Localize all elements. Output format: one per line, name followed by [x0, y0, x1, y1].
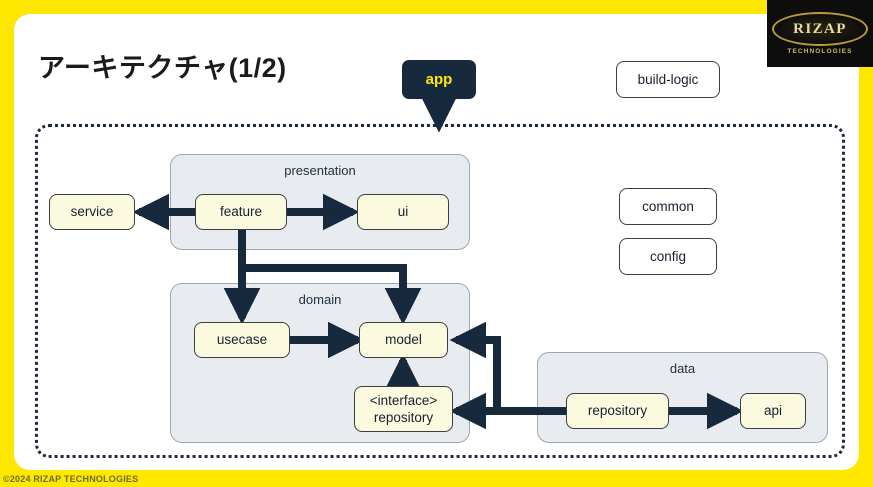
node-service[interactable]: service — [49, 194, 135, 230]
logo-subtitle: TECHNOLOGIES — [787, 48, 853, 55]
node-build-logic[interactable]: build-logic — [616, 61, 720, 98]
logo-mark-icon: RIZAP — [772, 12, 868, 46]
node-app[interactable]: app — [402, 60, 476, 99]
node-interface-repository-stereotype: <interface> — [369, 392, 438, 408]
module-boundary — [35, 124, 845, 458]
rizap-logo: RIZAP TECHNOLOGIES — [767, 0, 873, 67]
group-presentation-label: presentation — [284, 163, 356, 178]
node-common[interactable]: common — [619, 188, 717, 225]
group-data-label: data — [669, 361, 696, 376]
page-title: アーキテクチャ(1/2) — [38, 53, 287, 83]
logo-wordmark: RIZAP — [793, 20, 847, 37]
node-model[interactable]: model — [359, 322, 448, 358]
node-config[interactable]: config — [619, 238, 717, 275]
node-interface-repository[interactable]: <interface> repository — [354, 386, 453, 432]
node-ui[interactable]: ui — [357, 194, 449, 230]
node-api[interactable]: api — [740, 393, 806, 429]
node-interface-repository-name: repository — [373, 409, 434, 425]
node-feature[interactable]: feature — [195, 194, 287, 230]
node-data-repository[interactable]: repository — [566, 393, 669, 429]
node-usecase[interactable]: usecase — [194, 322, 290, 358]
copyright-footer: ©2024 RIZAP TECHNOLOGIES — [3, 474, 139, 484]
